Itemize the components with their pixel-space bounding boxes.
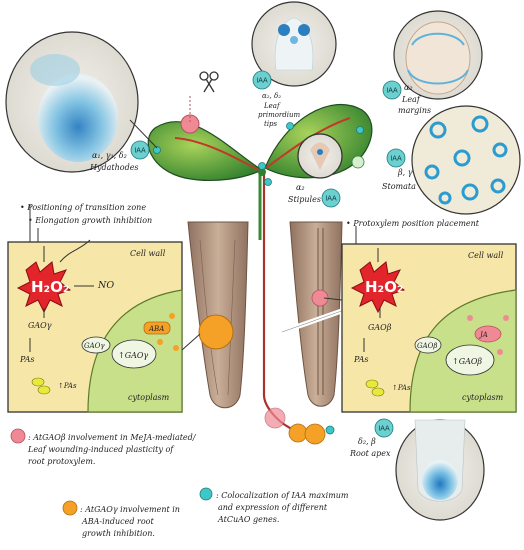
- left-cotyledon: [147, 121, 264, 181]
- apex-label: Root apex: [349, 449, 391, 458]
- legend-pink-3: root protoxylem.: [28, 457, 95, 466]
- right-cell-wall: Cell wall: [468, 251, 504, 260]
- legend: : AtGAOβ involvement in MeJA-mediated/ L…: [10, 428, 349, 538]
- left-h2o2: H₂O₂: [31, 278, 69, 296]
- margins-label-1: Leaf: [401, 95, 422, 104]
- badge-stipules: IAA: [325, 196, 337, 203]
- root-section-right: [281, 221, 351, 407]
- left-gao-up: ↑GAOγ: [118, 351, 148, 360]
- hydathodes-genes: α₁, γ₁, δ₂: [92, 151, 127, 160]
- root-apex-image: [395, 419, 485, 521]
- hydathodes-image: [5, 31, 158, 173]
- root-section-left: [187, 221, 249, 409]
- leaf-margins-image: [393, 10, 483, 100]
- stomata-label: Stomata: [382, 182, 416, 191]
- right-panel: • Protoxylem position placement Cell wal…: [341, 219, 517, 413]
- primordium-label-1: Leaf: [263, 102, 281, 110]
- left-h2o2-burst: [16, 261, 72, 314]
- right-h2o2-burst: [350, 261, 406, 314]
- right-pas-up: ↑PAs: [392, 384, 411, 392]
- orange-marker-root: [198, 314, 234, 350]
- right-gao-outer: GAOβ: [368, 323, 392, 332]
- primordium-label-3: tips: [264, 120, 278, 128]
- left-gao-outer: GAOγ: [28, 321, 52, 330]
- left-cytoplasm: cytoplasm: [128, 393, 170, 402]
- badge-hydathodes: IAA: [134, 148, 146, 155]
- right-ja: JA: [478, 331, 488, 339]
- left-bullet-2: • Elongation growth inhibition: [28, 216, 152, 225]
- left-panel: • Positioning of transition zone • Elong…: [7, 203, 183, 413]
- primordium-label-2: primordium: [258, 111, 300, 119]
- stomata-image: [411, 105, 521, 215]
- left-aba: ABA: [148, 325, 164, 333]
- hydathodes-label: Hydathodes: [89, 163, 139, 172]
- legend-cyan-1: : Colocalization of IAA maximum: [216, 491, 349, 500]
- stipules-image: [297, 133, 343, 179]
- badge-leaf-primordium: IAA: [256, 78, 268, 85]
- legend-pink-1: : AtGAOβ involvement in MeJA-mediated/: [28, 433, 197, 442]
- legend-orange-dot: [62, 500, 78, 516]
- stipules-genes: α₂: [296, 183, 305, 192]
- right-cytoplasm: cytoplasm: [462, 393, 504, 402]
- legend-orange-2: ABA-induced root: [81, 517, 154, 526]
- legend-orange-3: growth inhibition.: [82, 529, 155, 538]
- legend-orange-1: : AtGAOγ involvement in: [80, 505, 180, 514]
- iaa-badges: IAA IAA IAA IAA IAA IAA: [130, 70, 406, 438]
- left-pas: PAs: [19, 355, 35, 364]
- badge-leaf-margins: IAA: [386, 88, 398, 95]
- right-h2o2: H₂O₂: [365, 278, 403, 296]
- right-pas: PAs: [353, 355, 369, 364]
- margins-label-2: margins: [398, 106, 431, 115]
- legend-cyan-2: and expression of different: [218, 503, 328, 512]
- apex-genes: δ₂, β: [358, 437, 376, 446]
- primordium-genes: α₂, δ₂: [262, 92, 281, 100]
- left-gao-cell: GAOγ: [84, 342, 105, 350]
- badge-stomata: IAA: [390, 156, 402, 163]
- left-bullet-1: • Positioning of transition zone: [20, 203, 146, 212]
- legend-pink-dot: [10, 428, 26, 444]
- legend-cyan-dot: [199, 487, 213, 501]
- stomata-genes: β, γ: [397, 168, 413, 177]
- badge-root-apex: IAA: [378, 426, 390, 433]
- legend-cyan-3: AtCuAO genes.: [217, 515, 279, 524]
- left-pas-up: ↑PAs: [58, 382, 77, 390]
- wound-marker: [180, 114, 200, 134]
- stipules-label: Stipules: [288, 195, 321, 204]
- right-gao-cell: GAOβ: [417, 342, 437, 350]
- right-gao-up: ↑GAOβ: [452, 357, 482, 366]
- leaf-primordium-image: [251, 1, 337, 87]
- left-no: NO: [97, 280, 114, 291]
- margins-genes: α₂: [404, 83, 413, 92]
- right-bullet-1: • Protoxylem position placement: [346, 219, 480, 228]
- left-cell-wall: Cell wall: [130, 249, 166, 258]
- legend-pink-2: Leaf wounding-induced plasticity of: [27, 445, 175, 454]
- scissors-icon: [199, 71, 219, 93]
